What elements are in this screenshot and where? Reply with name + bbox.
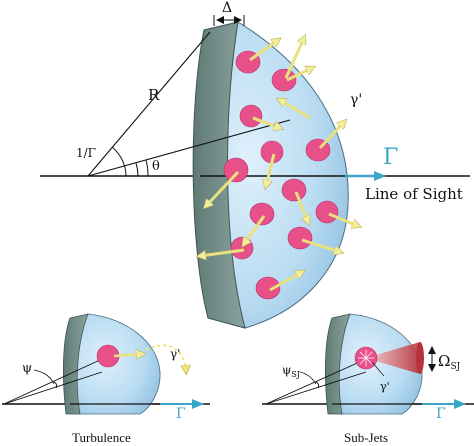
turbulence-blue-body (74, 313, 161, 415)
subjets-psi-pointer (299, 371, 317, 385)
turbulence-caption: Turbulence (72, 430, 131, 445)
subjets-gray-rim (324, 313, 351, 415)
velocity-arrows (200, 38, 358, 292)
turbulence-velocity-arrow (113, 354, 142, 356)
inv-gamma-arc (111, 146, 127, 177)
turbulence-psi-arc (53, 381, 58, 389)
subjets-gamma-label: Γ (436, 406, 446, 422)
blob (315, 200, 339, 224)
blob (223, 157, 249, 183)
omega-symbol: Ω (438, 352, 450, 370)
subjets-caption: Sub-Jets (344, 430, 388, 445)
velocity-arrow (244, 215, 266, 244)
turbulence-gamma-prime-label: γ' (170, 347, 180, 361)
theta-arc (135, 162, 139, 177)
delta-label: Δ (222, 0, 232, 16)
subjets-psi-subscript: SJ (291, 370, 300, 379)
velocity-arrow (206, 170, 240, 206)
velocity-arrow (284, 38, 304, 79)
subjets-burst-icon (358, 350, 374, 366)
blob (271, 68, 297, 92)
velocity-arrow (294, 191, 308, 222)
subjets-gamma-prime-label: γ' (380, 380, 390, 393)
velocity-arrow (249, 40, 278, 62)
velocity-arrow (286, 68, 312, 82)
turbulence-psi-label: ψ (22, 361, 32, 376)
velocity-arrow (280, 100, 311, 120)
turbulence-psi-pointer (33, 369, 55, 385)
subjets-psi-label: ψSJ (282, 363, 300, 379)
blob (249, 202, 275, 226)
blob (255, 276, 281, 300)
theta-label: θ (152, 159, 160, 174)
velocity-arrow (328, 212, 358, 226)
blob (281, 178, 307, 202)
inner-angle-line (87, 119, 291, 177)
radius-line (87, 31, 211, 177)
turbulence-curved-arrow (145, 344, 186, 370)
omega-subscript: SJ (450, 362, 460, 372)
inv-gamma-label: 1/Γ (76, 146, 96, 160)
theta-arc-outer (145, 159, 149, 177)
turbulence-psi-line-1 (3, 359, 101, 405)
subjets-panel: Γ ψSJ γ' ΩSJ Sub-Jets (262, 313, 474, 445)
omega-label: ΩSJ (438, 352, 461, 372)
turbulence-psi-line-2 (3, 371, 103, 405)
main-jet-shell: Γ Line of Sight R 1/Γ θ Δ γ' (40, 0, 470, 329)
turbulence-panel: Γ ψ γ' Turbulence (2, 313, 210, 445)
velocity-arrow (266, 153, 276, 186)
subjets-velocity-pointer (371, 361, 385, 377)
subjets-psi-symbol: ψ (282, 363, 291, 377)
turbulence-gray-rim (62, 313, 89, 415)
blob (239, 104, 263, 128)
blob (287, 226, 313, 250)
subjets-psi-line-2 (265, 371, 367, 405)
velocity-arrow (252, 116, 280, 128)
radius-label: R (148, 86, 160, 104)
velocity-arrow (318, 122, 344, 150)
blob (230, 236, 254, 260)
gamma-prime-label: γ' (350, 92, 362, 108)
gamma-label: Γ (383, 145, 398, 170)
turbulence-gamma-label: Γ (176, 406, 186, 422)
velocity-arrow (200, 248, 245, 256)
line-of-sight-label: Line of Sight (365, 185, 463, 203)
subjets-psi-arc (315, 381, 320, 389)
subjet-cone-cap (416, 342, 424, 374)
velocity-arrow (301, 238, 340, 252)
subjet-cone (366, 342, 420, 374)
velocity-arrow (269, 272, 302, 292)
